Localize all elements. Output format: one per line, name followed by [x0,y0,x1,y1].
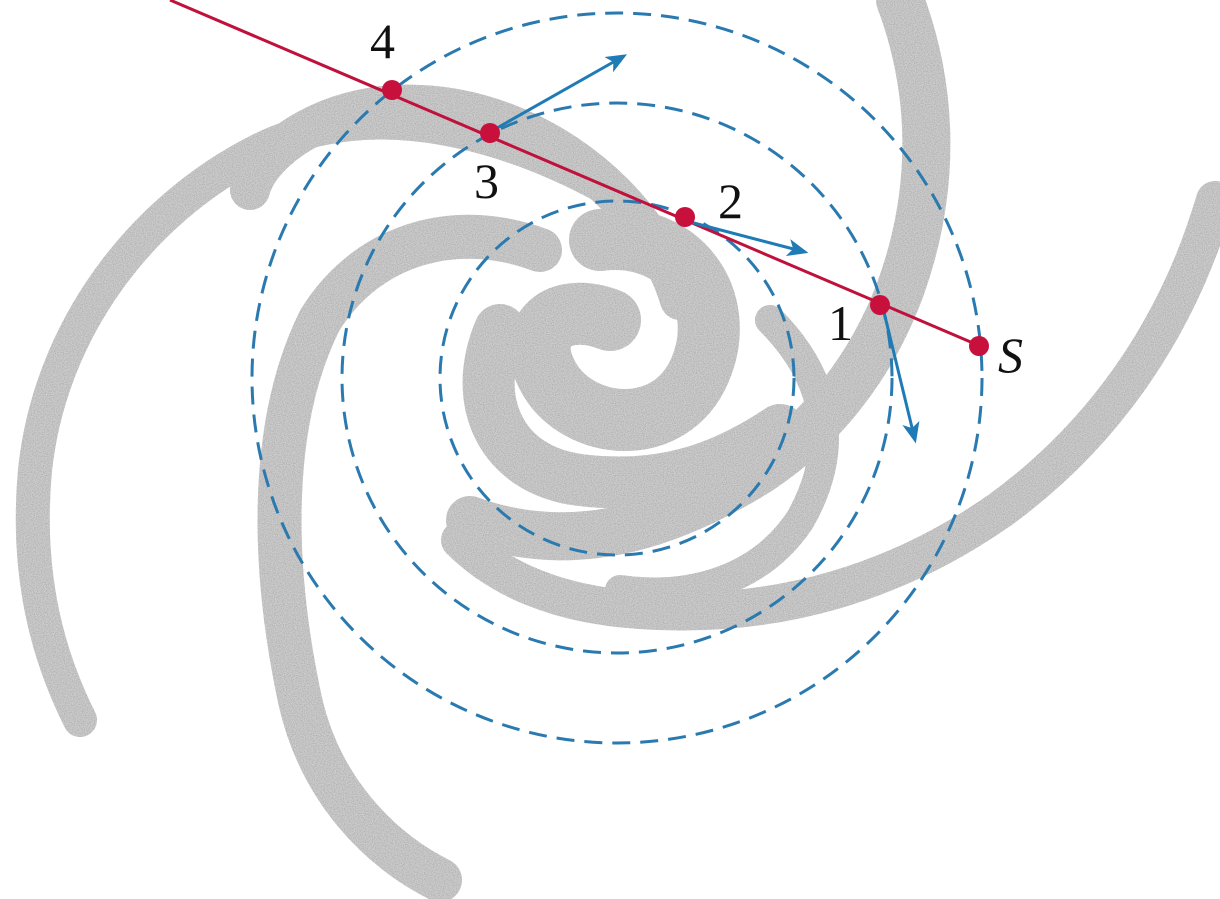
point-2-marker [675,207,695,227]
spiral-arm-right [446,0,951,561]
point-s-marker [969,336,989,356]
label-point-s: S [998,327,1023,383]
label-point-3: 3 [474,153,499,209]
orbit-outer [250,11,984,745]
velocity-arrow-2 [689,220,809,257]
label-point-1: 1 [828,295,853,351]
label-point-2: 2 [718,173,743,229]
spiral-arm-lower-right [441,181,1220,631]
points [382,80,989,356]
spiral-arms [15,0,1220,899]
label-point-4: 4 [370,13,395,69]
velocity-arrow-1 [881,307,920,444]
spiral-arm-inner-left [257,214,562,899]
spiral-arm-core [508,208,740,451]
velocity-arrows [496,54,920,444]
point-1-marker [870,295,890,315]
line-of-sight [169,0,981,348]
velocity-arrow-3 [496,54,628,130]
spiral-arm-mid-right [605,305,839,608]
orbits [250,11,984,745]
point-4-marker [382,80,402,100]
orbit-middle [340,101,894,655]
spiral-arm-outer-left [15,105,627,737]
labels: 4 3 2 1 S [370,13,1023,383]
spiral-arm-core-lower [462,304,806,509]
orbit-inner [438,199,796,557]
point-3-marker [480,123,500,143]
